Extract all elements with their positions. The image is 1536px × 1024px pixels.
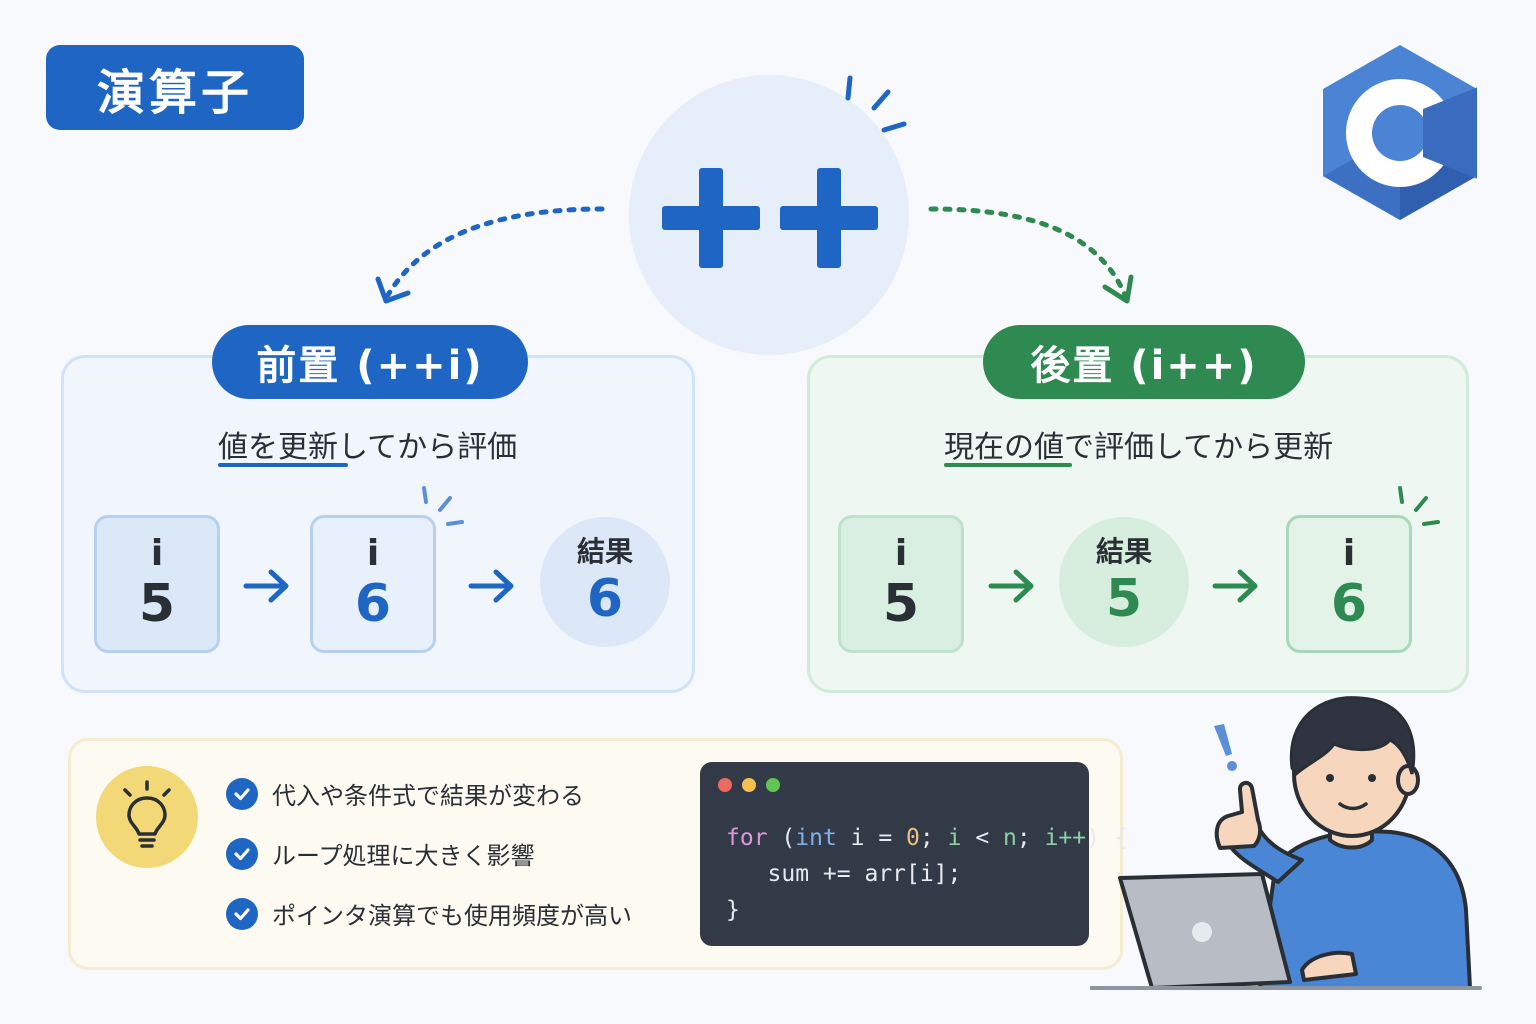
sparkle-icon	[422, 486, 464, 526]
person-with-laptop-illustration	[1090, 696, 1482, 990]
check-icon	[226, 897, 258, 930]
prefix-step-1: i 5	[94, 515, 220, 653]
prefix-underline	[218, 463, 348, 467]
arrow-right-icon	[468, 569, 514, 603]
postfix-arrow	[928, 206, 1134, 304]
check-icon	[226, 777, 258, 810]
page-title: 演算子	[46, 45, 304, 130]
prefix-description: 値を更新してから評価	[218, 430, 518, 465]
check-icon	[226, 837, 258, 870]
postfix-step-1: i 5	[838, 515, 964, 653]
window-minimize-dot	[742, 778, 756, 792]
postfix-description: 現在の値で評価してから更新	[944, 430, 1334, 465]
code-line-2: sum += arr[i];	[726, 861, 962, 887]
sparkle-icon	[1398, 486, 1440, 526]
arrow-right-icon	[243, 569, 289, 603]
arrow-right-icon	[988, 569, 1034, 603]
lightbulb-icon	[123, 780, 171, 848]
code-window: for (int i = 0; i < n; i++) { sum += arr…	[700, 762, 1128, 946]
postfix-label: 後置 (i++)	[983, 325, 1305, 399]
prefix-label: 前置 (++i)	[212, 325, 528, 399]
code-line-3: }	[726, 897, 740, 923]
prefix-arrow	[375, 206, 605, 304]
tip-item: ポインタ演算でも使用頻度が高い	[226, 896, 632, 931]
operator-symbol	[662, 168, 880, 268]
tip-item: 代入や条件式で結果が変わる	[226, 776, 584, 811]
sparkle-icon	[845, 75, 907, 133]
code-line-1: for (int i = 0; i < n; i++) {	[726, 825, 1128, 851]
postfix-step-3: i 6	[1286, 515, 1412, 653]
prefix-step-2: i 6	[310, 515, 436, 653]
postfix-result: 結果 5	[1059, 517, 1189, 647]
window-close-dot	[718, 778, 732, 792]
arrow-right-icon	[1212, 569, 1258, 603]
postfix-underline	[944, 463, 1072, 467]
window-zoom-dot	[766, 778, 780, 792]
prefix-result: 結果 6	[540, 517, 670, 647]
tip-item: ループ処理に大きく影響	[226, 836, 535, 871]
c-language-logo-icon	[1323, 45, 1477, 220]
